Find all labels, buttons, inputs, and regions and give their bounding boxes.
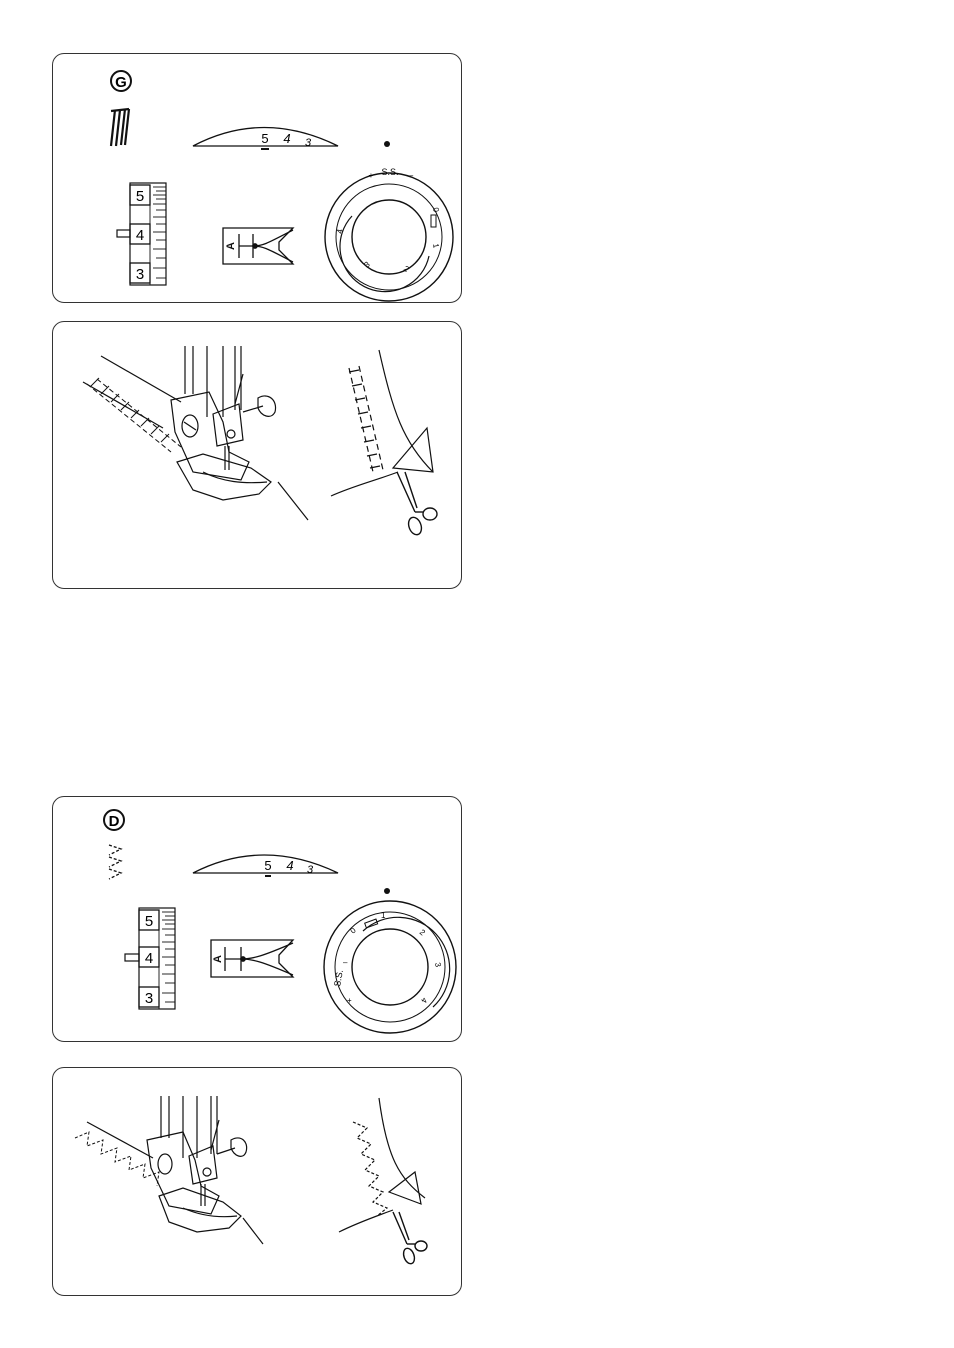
width-value-3: 3 xyxy=(145,990,153,1007)
seam-trim-detail xyxy=(331,350,433,496)
length-value-3: 3 xyxy=(305,137,312,149)
dial-plus: + xyxy=(369,171,374,180)
dial-minus: – xyxy=(343,958,348,967)
dial-number-0: 0 xyxy=(349,925,359,935)
pattern-letter-badge: D xyxy=(104,810,124,830)
dial-plus: + xyxy=(347,996,352,1005)
scissors-icon xyxy=(393,1212,427,1265)
dial-number-1: 1 xyxy=(431,243,441,249)
dial-ss-label: S.S. xyxy=(381,167,398,177)
zigzag-stitch-pattern-icon xyxy=(109,845,121,879)
width-value-4: 4 xyxy=(145,950,153,967)
dial-number-3: 3 xyxy=(433,962,443,968)
width-value-4: 4 xyxy=(136,227,144,244)
fabric-edge xyxy=(87,1122,263,1244)
settings-panel-g: G 5 4 3 5 4 3 xyxy=(52,53,462,303)
dial-number-1: 1 xyxy=(381,911,386,920)
dial-number-4: 4 xyxy=(419,996,429,1005)
presser-foot-illustration xyxy=(171,346,276,500)
width-value-5: 5 xyxy=(145,913,153,930)
length-value-4: 4 xyxy=(283,131,290,146)
stitch-width-scale: 5 4 3 xyxy=(125,908,175,1009)
stitch-selector-dial: 0 1 2 3 4 S.S. + – xyxy=(324,888,456,1033)
dial-number-2: 2 xyxy=(418,928,428,938)
dial-minus: – xyxy=(409,171,414,180)
illustration-panel-straight xyxy=(52,321,462,589)
length-value-5: 5 xyxy=(261,131,268,146)
scissors-icon xyxy=(397,472,437,537)
dial-number-2: 2 xyxy=(402,264,411,274)
dial-number-3: 3 xyxy=(363,259,373,269)
seam-trim-detail xyxy=(339,1098,425,1232)
width-value-5: 5 xyxy=(136,188,144,205)
stitch-length-dial: 5 4 3 xyxy=(193,128,338,150)
length-value-5: 5 xyxy=(264,858,271,873)
foot-letter: A xyxy=(212,955,224,963)
fabric-edge xyxy=(83,356,308,520)
illustration-panel-zigzag xyxy=(52,1067,462,1296)
stitch-selector-dial: S.S. + – 0 1 2 3 4 xyxy=(325,141,453,301)
foot-letter: A xyxy=(225,242,237,250)
length-value-3: 3 xyxy=(307,864,314,876)
stitch-line xyxy=(87,378,181,452)
width-value-3: 3 xyxy=(136,266,144,283)
dial-ss-label: S.S. xyxy=(332,969,345,987)
presser-foot-a-icon: A xyxy=(223,228,293,264)
pattern-letter-badge: G xyxy=(111,71,131,91)
stitch-width-scale: 5 4 3 xyxy=(117,183,166,285)
length-value-4: 4 xyxy=(286,858,293,873)
presser-foot-a-icon: A xyxy=(211,940,293,977)
presser-foot-illustration xyxy=(147,1096,247,1232)
pattern-letter: D xyxy=(109,813,120,830)
stitch-length-dial: 5 4 3 xyxy=(193,855,338,876)
settings-panel-d: D 5 4 3 5 4 3 xyxy=(52,796,462,1042)
pattern-letter: G xyxy=(115,74,127,91)
stitch-line xyxy=(75,1132,159,1186)
straight-stitch-pattern-icon xyxy=(111,109,129,146)
